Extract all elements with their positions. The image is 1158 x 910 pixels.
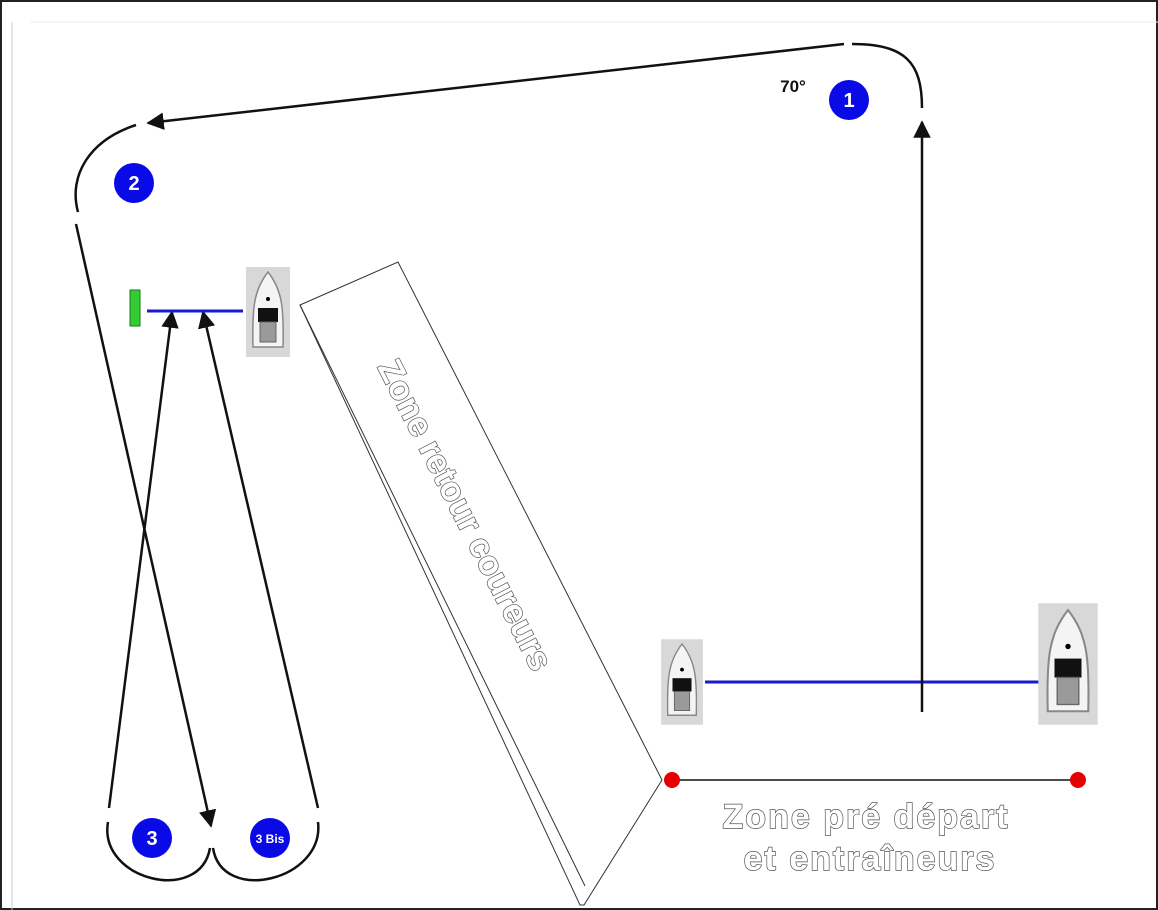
- mark-2: 2: [114, 163, 154, 203]
- finish-mark: [129, 289, 141, 327]
- pre-start-zone-label-line1: Zone pré départ: [723, 798, 1010, 836]
- leg-mark1-to-mark2: [146, 42, 845, 130]
- rounding-mark3-arc: [106, 821, 212, 882]
- return-zone-band: [299, 261, 663, 906]
- leg-mark3-to-finish: [107, 310, 179, 809]
- rounding-mark2-arc: [74, 123, 137, 213]
- committee-boat-icon: [1037, 602, 1099, 726]
- pre-start-buoy-left: [664, 772, 680, 788]
- finish-boat-icon: [245, 266, 291, 358]
- mark-3-circle: [132, 818, 172, 858]
- mark-3bis-circle: [250, 818, 290, 858]
- mark-1-circle: [829, 80, 869, 120]
- return-zone-left-edge: [299, 304, 586, 887]
- leg-mark3bis-to-finish: [198, 310, 320, 809]
- mark-3-label: 3: [146, 828, 157, 850]
- mark-3bis: 3 Bis: [250, 818, 290, 858]
- mark-3bis-label: 3 Bis: [256, 832, 285, 846]
- mark-1-label: 1: [843, 90, 854, 112]
- rounding-mark3bis-arc: [211, 821, 320, 882]
- mark-3: 3: [132, 818, 172, 858]
- pre-start-zone-label-line2: et entraîneurs: [744, 840, 997, 878]
- mark-2-label: 2: [128, 173, 139, 195]
- pre-start-buoy-right: [1070, 772, 1086, 788]
- leg-mark2-to-mark3bis: [74, 223, 217, 828]
- rounding-mark1-arc: [851, 42, 924, 109]
- mark-1: 1: [829, 80, 869, 120]
- angle-label: 70°: [780, 77, 806, 96]
- pin-boat-icon: [660, 638, 704, 726]
- mark-2-circle: [114, 163, 154, 203]
